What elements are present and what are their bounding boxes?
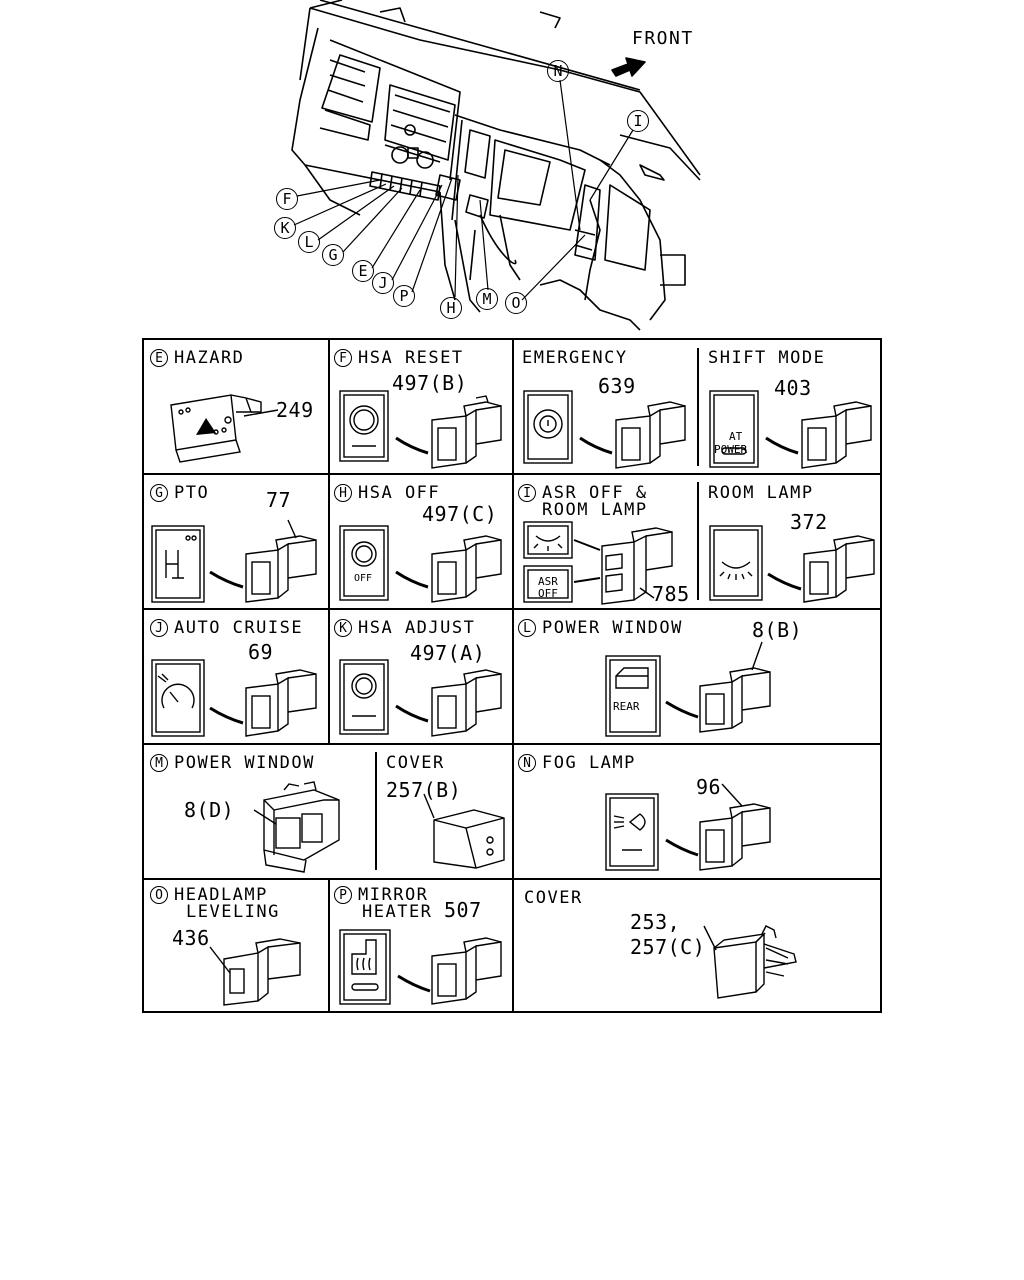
cell-i-title-line2: ROOM LAMP [542, 500, 648, 520]
cell-cover-c-title: COVER [524, 888, 583, 908]
headlamp-leveling-switch-icon [209, 938, 301, 1006]
asr-switch-text-1: ASR [538, 575, 558, 588]
callout-f: F [276, 188, 298, 210]
cell-k-part-number: 497(A) [410, 641, 486, 665]
cover-c-icon [703, 925, 797, 999]
asr-switch-text-2: OFF [538, 587, 558, 600]
cell-cover-b-part-number: 257(B) [386, 778, 462, 802]
callout-n: N [547, 60, 569, 82]
callout-g: G [322, 244, 344, 266]
cell-shift-mode-part-number: 403 [774, 376, 812, 400]
hsa-adjust-switch-icon [339, 659, 502, 737]
shift-mode-at-text: AT [729, 430, 743, 443]
hazard-leader [243, 409, 279, 417]
cell-f-part-number: 497(B) [392, 371, 468, 395]
cell-room-lamp-title: ROOM LAMP [708, 483, 814, 503]
cell-m-part-number: 8(D) [184, 798, 235, 822]
cell-p-title-line2: HEATER [362, 902, 433, 922]
callout-k: K [274, 217, 296, 239]
shift-mode-power-text: POWER [714, 443, 748, 456]
cell-emergency-title: EMERGENCY [522, 348, 628, 368]
callout-p: P [393, 285, 415, 307]
power-window-rear-text: REAR [613, 700, 640, 713]
asr-room-lamp-switch-icon [523, 521, 673, 605]
cell-n-part-number: 96 [696, 775, 722, 799]
dashboard-overview-drawing [291, 0, 701, 331]
cell-g-part-number: 77 [266, 488, 292, 512]
hsa-off-switch-text: OFF [354, 573, 373, 584]
cell-emergency-part-number: 639 [598, 374, 636, 398]
shift-mode-switch-icon [709, 390, 872, 469]
cell-room-lamp-part-number: 372 [790, 510, 828, 534]
cell-shift-mode-title: SHIFT MODE [708, 348, 826, 368]
hsa-off-switch-icon [339, 525, 502, 603]
auto-cruise-switch-icon [151, 659, 317, 737]
front-label: FRONT [632, 28, 694, 49]
cell-e-part-number: 249 [276, 398, 314, 422]
cell-p-part-number: 507 [444, 898, 482, 922]
room-lamp-switch-icon [709, 525, 875, 603]
callout-i: I [627, 110, 649, 132]
callout-l: L [298, 231, 320, 253]
cell-cover-c-part-line1: 253, [630, 910, 681, 934]
callout-o: O [505, 292, 527, 314]
power-window-master-switch-icon [253, 781, 340, 873]
hazard-switch-icon [170, 394, 262, 463]
cell-cover-c-part-line2: 257(C) [630, 935, 706, 959]
cover-b-icon [423, 793, 505, 869]
emergency-switch-icon [523, 390, 686, 469]
fog-lamp-switch-icon [605, 783, 771, 871]
mirror-heater-switch-icon [339, 929, 502, 1005]
callout-h: H [440, 297, 462, 319]
callout-m: M [476, 288, 498, 310]
callout-e: E [352, 260, 374, 282]
power-window-rear-switch-icon [605, 641, 771, 737]
cell-l-part-number: 8(B) [752, 618, 803, 642]
cell-j-part-number: 69 [248, 640, 274, 664]
cell-o-title-line2: LEVELING [186, 902, 280, 922]
cell-o-part-number: 436 [172, 926, 210, 950]
cell-cover-b-title: COVER [386, 753, 445, 773]
hsa-reset-switch-icon [339, 390, 502, 469]
cell-h-part-number: 497(C) [422, 502, 498, 526]
pto-switch-icon [151, 519, 317, 603]
cell-i-part-number: 785 [652, 582, 690, 606]
callout-j: J [372, 272, 394, 294]
